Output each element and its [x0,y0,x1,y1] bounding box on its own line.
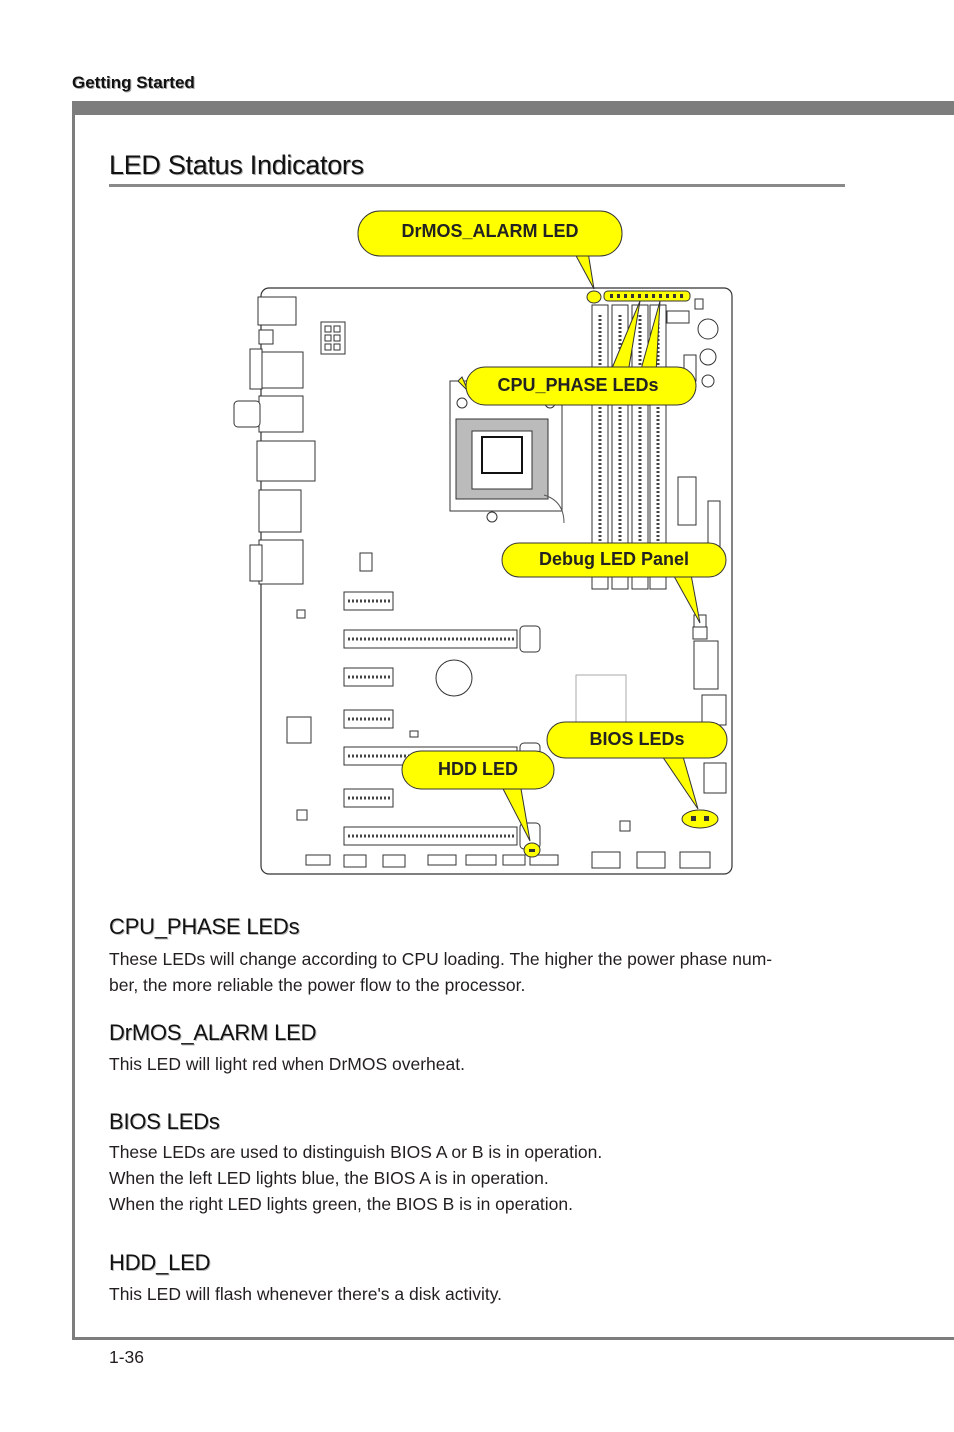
paragraph-bios-leds: These LEDs are used to distinguish BIOS … [109,1139,849,1217]
drmos-alarm-led [586,290,602,304]
motherboard-diagram: DrMOS_ALARM LED CPU_PHASE LEDs Debug LED… [230,205,750,885]
header-bar [72,101,954,115]
paragraph-cpu-phase: These LEDs will change according to CPU … [109,946,849,998]
callout-cpu-phase: CPU_PHASE LEDs [457,300,697,406]
chipset-heatsink [435,659,473,697]
callout-drmos: DrMOS_ALARM LED [357,210,623,290]
running-header: Getting Started [72,73,195,92]
fan-header [359,552,373,572]
callout-debug: Debug LED Panel [501,542,727,624]
callout-cpu-phase-label: CPU_PHASE LEDs [497,375,658,395]
title-underline [109,184,845,187]
bottom-headers [305,851,711,869]
bios-led-a [691,816,696,821]
smd-component [409,730,419,738]
io-chip [286,716,312,744]
hdd-led-dot [529,849,535,852]
callout-hdd: HDD LED [401,750,555,842]
cpu-power-connector [320,321,346,355]
callout-debug-label: Debug LED Panel [539,549,689,569]
atx-power-connector [677,476,697,526]
text-line: These LEDs will change according to CPU … [109,949,773,969]
cpu-phase-led-dots [610,294,683,298]
footer-rule [72,1337,954,1340]
heading-hdd-led: HDD_LED [109,1250,211,1275]
left-margin-rule [72,101,75,1339]
small-component-1 [296,609,306,619]
bios-led-b [704,816,709,821]
rear-io-panel [233,296,316,585]
small-component-2 [296,809,308,821]
callout-bios-label: BIOS LEDs [589,729,684,749]
text-line: ber, the more reliable the power flow to… [109,975,526,995]
callout-drmos-label: DrMOS_ALARM LED [401,221,578,241]
text-line: These LEDs are used to distinguish BIOS … [109,1142,603,1162]
heading-cpu-phase: CPU_PHASE LEDs [109,914,300,939]
callout-hdd-label: HDD LED [438,759,518,779]
text-line: This LED will flash whenever there's a d… [109,1284,503,1304]
text-line: When the right LED lights green, the BIO… [109,1194,573,1214]
right-side-connectors [619,614,727,832]
pcie-slot-contacts [348,599,514,838]
heading-drmos-alarm: DrMOS_ALARM LED [109,1020,317,1045]
page-title: LED Status Indicators [109,150,364,180]
paragraph-drmos-alarm: This LED will light red when DrMOS overh… [109,1051,849,1077]
text-line: When the left LED lights blue, the BIOS … [109,1168,549,1188]
callout-bios: BIOS LEDs [546,721,728,810]
paragraph-hdd-led: This LED will flash whenever there's a d… [109,1281,849,1307]
heading-bios-leds: BIOS LEDs [109,1109,220,1134]
text-line: This LED will light red when DrMOS overh… [109,1054,465,1074]
atx-header [707,500,721,550]
bios-leds [681,809,719,829]
page-number: 1-36 [109,1347,145,1367]
